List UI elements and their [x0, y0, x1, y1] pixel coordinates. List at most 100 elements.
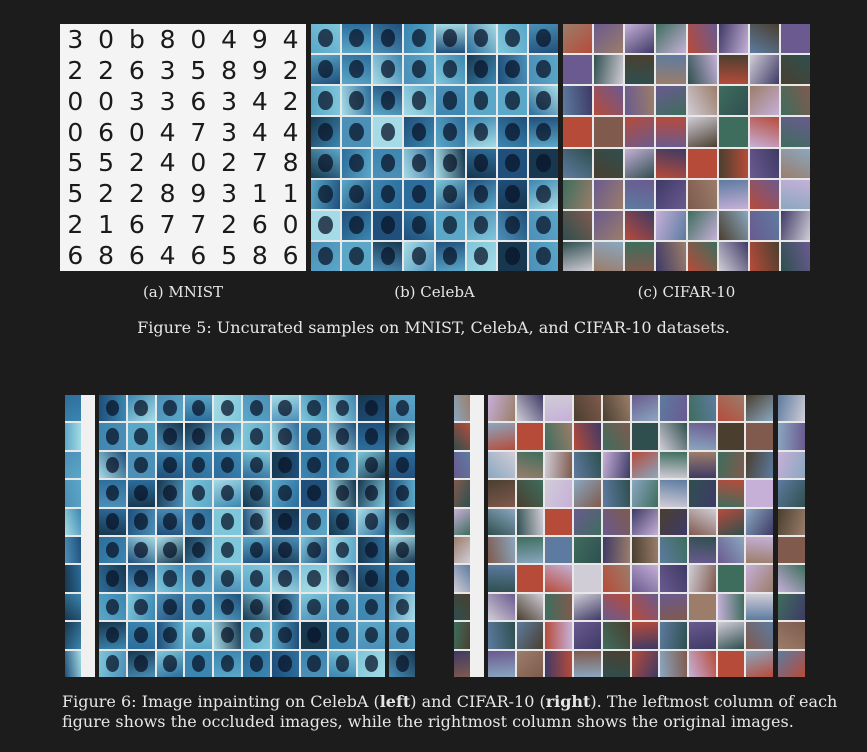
mnist-digit: 9: [244, 24, 276, 55]
inpainted-image: [516, 480, 544, 507]
cifar-sample: [563, 241, 593, 271]
caption-celeba: (b) CelebA: [394, 283, 475, 301]
celeba-sample: [311, 241, 341, 271]
cifar-sample: [594, 55, 624, 85]
inpainted-image: [156, 423, 184, 450]
occluded-image: [65, 395, 81, 422]
inpainted-image: [688, 536, 716, 564]
occluded-image: [65, 508, 81, 535]
inpainted-image: [602, 650, 630, 677]
celeba-sample: [497, 24, 527, 54]
inpainted-image: [631, 593, 659, 621]
inpainted-image: [99, 480, 126, 507]
inpainted-image: [358, 565, 385, 592]
inpainted-image: [688, 423, 716, 450]
inpainted-image: [488, 423, 515, 450]
inpainted-image: [660, 508, 687, 535]
inpainted-image: [99, 536, 126, 564]
mnist-digit: 3: [152, 85, 183, 117]
inpainted-image: [574, 536, 601, 564]
celeba-sample: [342, 117, 372, 147]
occluded-image: [65, 451, 81, 479]
cifar-sample: [718, 179, 748, 209]
caption-text: ) and CIFAR-10 (: [410, 692, 546, 711]
occluded-image: [454, 536, 470, 564]
original-image: [778, 423, 805, 450]
celeba-sample: [466, 55, 496, 85]
inpainted-image: [127, 395, 155, 422]
original-image: [778, 593, 805, 621]
mnist-digit: b: [121, 24, 153, 55]
celeba-sample: [373, 210, 403, 240]
mnist-digit: 0: [275, 209, 306, 241]
inpainted-image: [631, 508, 659, 535]
inpainted-image: [717, 622, 745, 649]
celeba-sample: [373, 241, 403, 271]
occluded-image: [65, 650, 81, 677]
celeba-sample: [528, 55, 558, 85]
cifar-sample: [594, 210, 624, 240]
cifar-sample: [625, 241, 655, 271]
mnist-digit: 2: [121, 178, 153, 210]
inpainted-image: [242, 508, 270, 535]
inpainted-image: [358, 451, 385, 479]
celeba-sample: [435, 210, 465, 240]
mnist-digit: 5: [90, 147, 122, 179]
inpainted-image: [660, 395, 687, 422]
inpainted-image: [185, 508, 213, 535]
original-image: [389, 650, 415, 677]
cifar-sample: [563, 210, 593, 240]
celeba-sample: [342, 148, 372, 178]
celeba-sample: [373, 179, 403, 209]
cifar-sample: [563, 179, 593, 209]
inpainted-image: [127, 565, 155, 592]
cifar-sample: [780, 179, 810, 209]
inpainted-image: [156, 480, 184, 507]
inpainted-image: [488, 508, 515, 535]
inpainted-image: [300, 650, 328, 677]
cifar-sample: [563, 86, 593, 116]
cifar-sample: [749, 210, 779, 240]
cifar-sample: [687, 117, 717, 147]
celeba-sample: [435, 24, 465, 54]
inpainted-image: [214, 650, 241, 677]
inpainted-image: [329, 536, 357, 564]
inpainted-image: [99, 593, 126, 621]
inpainted-image: [242, 650, 270, 677]
inpainted-image: [688, 650, 716, 677]
original-image: [389, 565, 415, 592]
inpainted-image: [602, 565, 630, 592]
occluded-image: [65, 423, 81, 450]
cifar-sample: [687, 179, 717, 209]
mnist-digit: 4: [213, 24, 245, 55]
mnist-digit: 7: [244, 147, 276, 179]
cifar-sample: [687, 55, 717, 85]
mnist-digit: 5: [183, 54, 214, 86]
inpainted-image: [717, 395, 745, 422]
mnist-digit: 7: [183, 116, 214, 148]
inpainted-image: [127, 508, 155, 535]
mnist-digit: 0: [90, 24, 122, 55]
celeba-sample: [435, 86, 465, 116]
mnist-digit: 8: [90, 240, 122, 271]
inpainted-image: [127, 593, 155, 621]
mnist-digit: 4: [244, 116, 276, 148]
cifar-sample: [625, 24, 655, 54]
inpainted-image: [516, 593, 544, 621]
cifar-sample: [780, 241, 810, 271]
occluded-image: [454, 565, 470, 592]
cifar-sample: [656, 86, 686, 116]
mnist-digit: 6: [275, 240, 306, 271]
inpainted-image: [631, 395, 659, 422]
inpainted-image: [688, 451, 716, 479]
inpainted-image: [127, 622, 155, 649]
celeba-sample: [373, 148, 403, 178]
cifar-sample: [656, 210, 686, 240]
figure-6-caption-line1: Figure 6: Image inpainting on CelebA (le…: [62, 692, 862, 712]
inpainted-grid-cifar: [488, 395, 773, 677]
inpainted-image: [488, 480, 515, 507]
inpainted-image: [358, 423, 385, 450]
cifar-sample: [656, 117, 686, 147]
inpainted-image: [185, 622, 213, 649]
caption-mnist: (a) MNIST: [142, 283, 224, 301]
